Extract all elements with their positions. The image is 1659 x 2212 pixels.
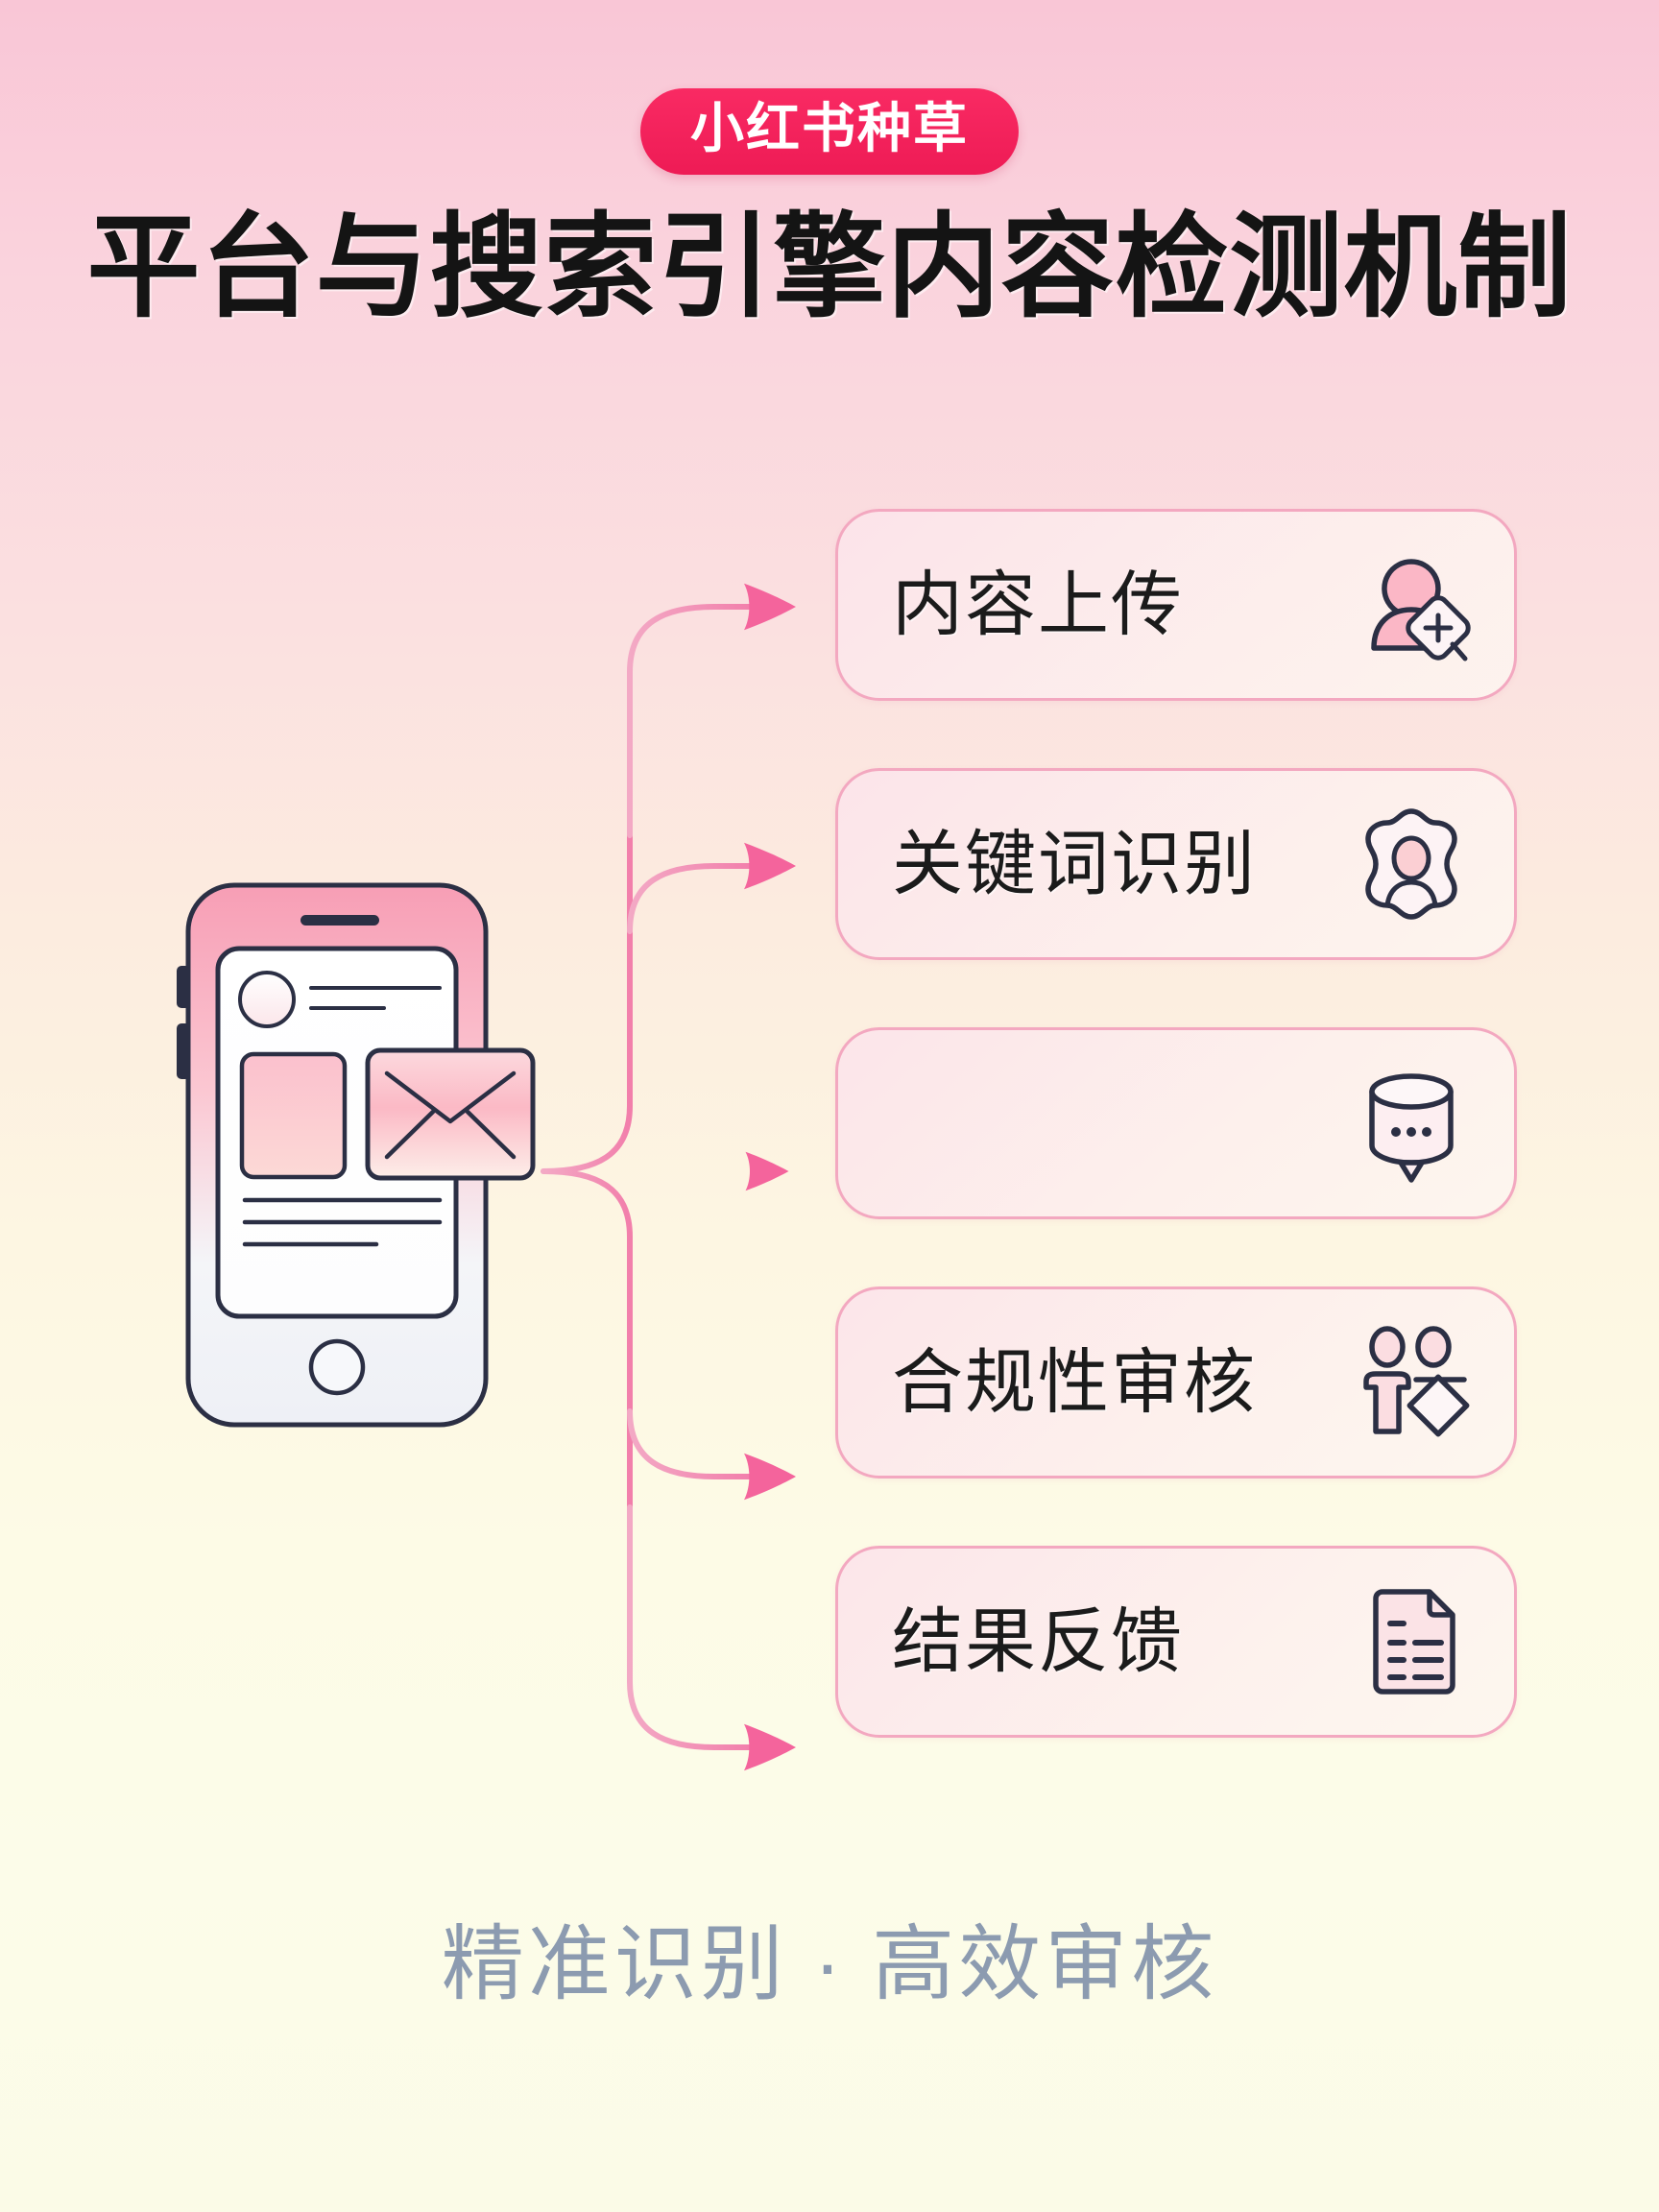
post-avatar [238,971,296,1028]
flow-card-label: 关键词识别 [892,824,1257,903]
flow-card-compliance-review[interactable]: 合规性审核 [835,1286,1517,1479]
poster-header: 小红书种草 平台与搜索引擎内容检测机制 [0,0,1659,329]
connector-branch-1 [627,583,796,838]
phone-illustration [163,864,547,1440]
phone-earpiece [301,915,379,926]
phone-illustration-svg [177,882,536,1428]
user-add-tag-icon [1349,542,1474,667]
connector-branch-5 [627,1504,796,1771]
phone-home-button [308,1338,366,1396]
connector-trunk-down [541,1168,633,1510]
post-image-tile [239,1051,348,1180]
document-list-icon [1349,1579,1474,1704]
flow-card-label: 结果反馈 [892,1601,1184,1681]
page-title: 平台与搜索引擎内容检测机制 [86,204,1573,331]
flow-card-label: 合规性审核 [892,1342,1257,1422]
footer-tagline: 精准识别 · 高效审核 [441,1918,1218,2010]
connector-trunk-up [541,832,633,1174]
database-chat-dots-icon [1349,1061,1474,1186]
flow-card-result-feedback[interactable]: 结果反馈 [835,1546,1517,1738]
flow-card-list: 内容上传 关键词识别 [835,509,1517,1805]
flow-card-label: 内容上传 [892,565,1184,644]
flow-card-keyword-detection[interactable]: 关键词识别 [835,768,1517,960]
connector-branch-4 [627,1408,796,1501]
flow-connectors [538,518,854,1786]
flow-card-unlabeled[interactable] [835,1027,1517,1219]
flow-connectors-svg [541,583,796,1771]
envelope-card [365,1047,536,1181]
flow-card-content-upload[interactable]: 内容上传 [835,509,1517,701]
connector-branch-2 [627,842,796,934]
category-badge: 小红书种草 [640,88,1019,175]
two-people-review-icon [1349,1320,1474,1445]
keyword-blob-person-icon [1349,802,1474,926]
